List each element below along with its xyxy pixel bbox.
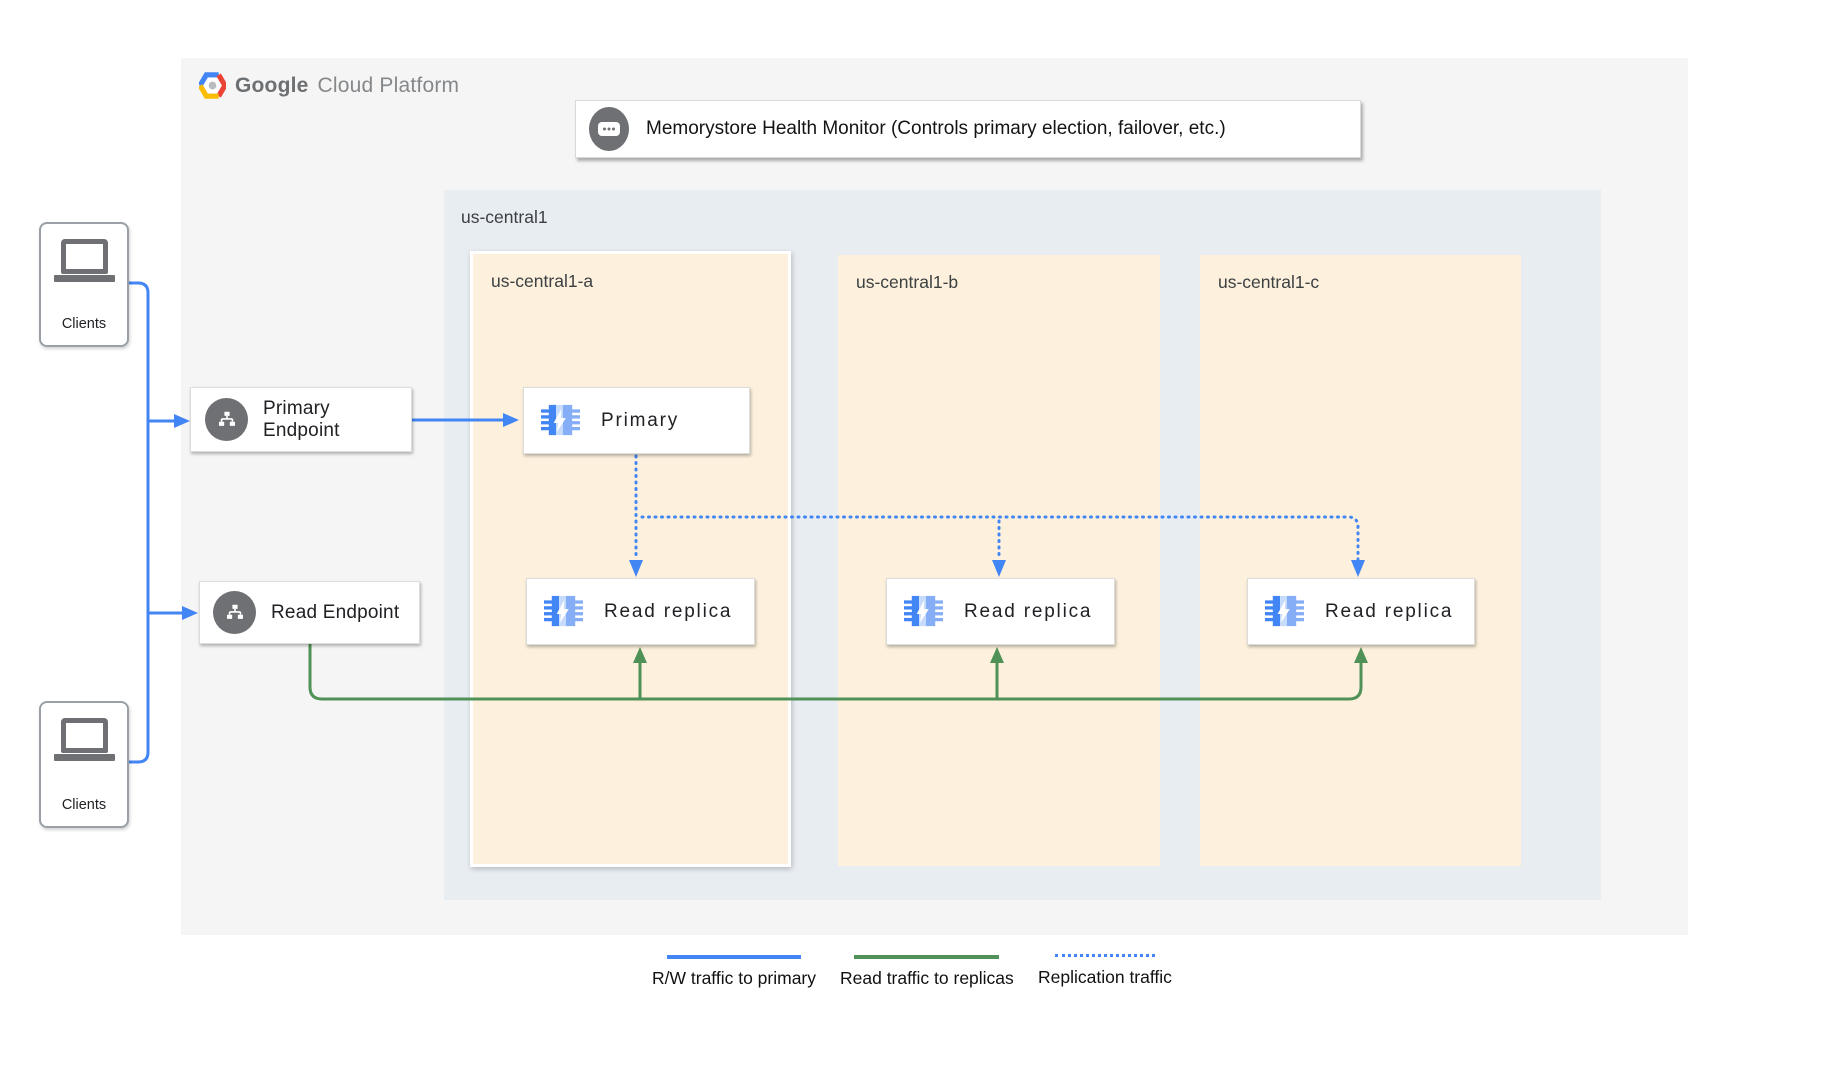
network-endpoint-icon: [213, 591, 256, 634]
primary-node: Primary: [523, 387, 750, 454]
read-replica-a-node: Read replica: [526, 578, 755, 645]
laptop-icon: [53, 718, 115, 761]
clients-bottom-box: Clients: [39, 701, 129, 828]
rw-traffic-line-swatch: [667, 955, 801, 959]
read-replica-c-label: Read replica: [1325, 600, 1454, 622]
memorystore-chip-icon: [904, 592, 943, 631]
logo-brand-text: Google: [235, 73, 309, 97]
replication-traffic-label: Replication traffic: [1038, 967, 1172, 987]
read-endpoint-node: Read Endpoint: [199, 581, 420, 644]
read-replica-b-label: Read replica: [964, 600, 1093, 622]
health-monitor-label: Memorystore Health Monitor (Controls pri…: [646, 118, 1226, 139]
zone-c-label: us-central1-c: [1218, 272, 1320, 292]
primary-endpoint-label: Primary Endpoint: [263, 397, 340, 441]
legend-item-read-traffic: Read traffic to replicas: [840, 955, 1014, 989]
legend-item-rw-traffic: R/W traffic to primary: [652, 955, 816, 989]
memorystore-chip-icon: [1265, 592, 1304, 631]
zone-a-label: us-central1-a: [491, 271, 594, 291]
read-replica-c-node: Read replica: [1247, 578, 1475, 645]
legend-item-replication-traffic: Replication traffic: [1038, 954, 1172, 988]
rw-traffic-label: R/W traffic to primary: [652, 968, 817, 988]
zone-us-central1-c: us-central1-c: [1200, 255, 1521, 866]
laptop-icon: [53, 239, 115, 282]
primary-endpoint-node: Primary Endpoint: [190, 387, 412, 452]
primary-label: Primary: [601, 409, 680, 431]
memorystore-chip-icon: [544, 592, 583, 631]
health-monitor-box: Memorystore Health Monitor (Controls pri…: [575, 100, 1361, 158]
read-endpoint-label: Read Endpoint: [271, 601, 400, 623]
client-trunk-line: [129, 281, 150, 764]
gcp-hexagon-icon: [199, 72, 226, 99]
replication-traffic-line-swatch: [1054, 954, 1155, 957]
clients-top-label: Clients: [61, 316, 107, 332]
zone-us-central1-b: us-central1-b: [838, 255, 1160, 866]
region-label: us-central1: [461, 207, 548, 227]
read-replica-a-label: Read replica: [604, 600, 733, 622]
memorystore-chip-icon: [541, 401, 580, 440]
read-traffic-line-swatch: [854, 955, 1000, 959]
chat-dots-icon: [589, 107, 629, 151]
read-replica-b-node: Read replica: [886, 578, 1115, 645]
clients-top-box: Clients: [39, 222, 129, 347]
zone-b-label: us-central1-b: [856, 272, 959, 292]
logo-suffix-text: Cloud Platform: [317, 73, 460, 97]
read-traffic-label: Read traffic to replicas: [840, 968, 1014, 988]
network-endpoint-icon: [205, 398, 248, 441]
clients-bottom-label: Clients: [61, 797, 107, 813]
zone-us-central1-a: us-central1-a: [470, 251, 791, 867]
gcp-logo: Google Cloud Platform: [199, 72, 459, 99]
